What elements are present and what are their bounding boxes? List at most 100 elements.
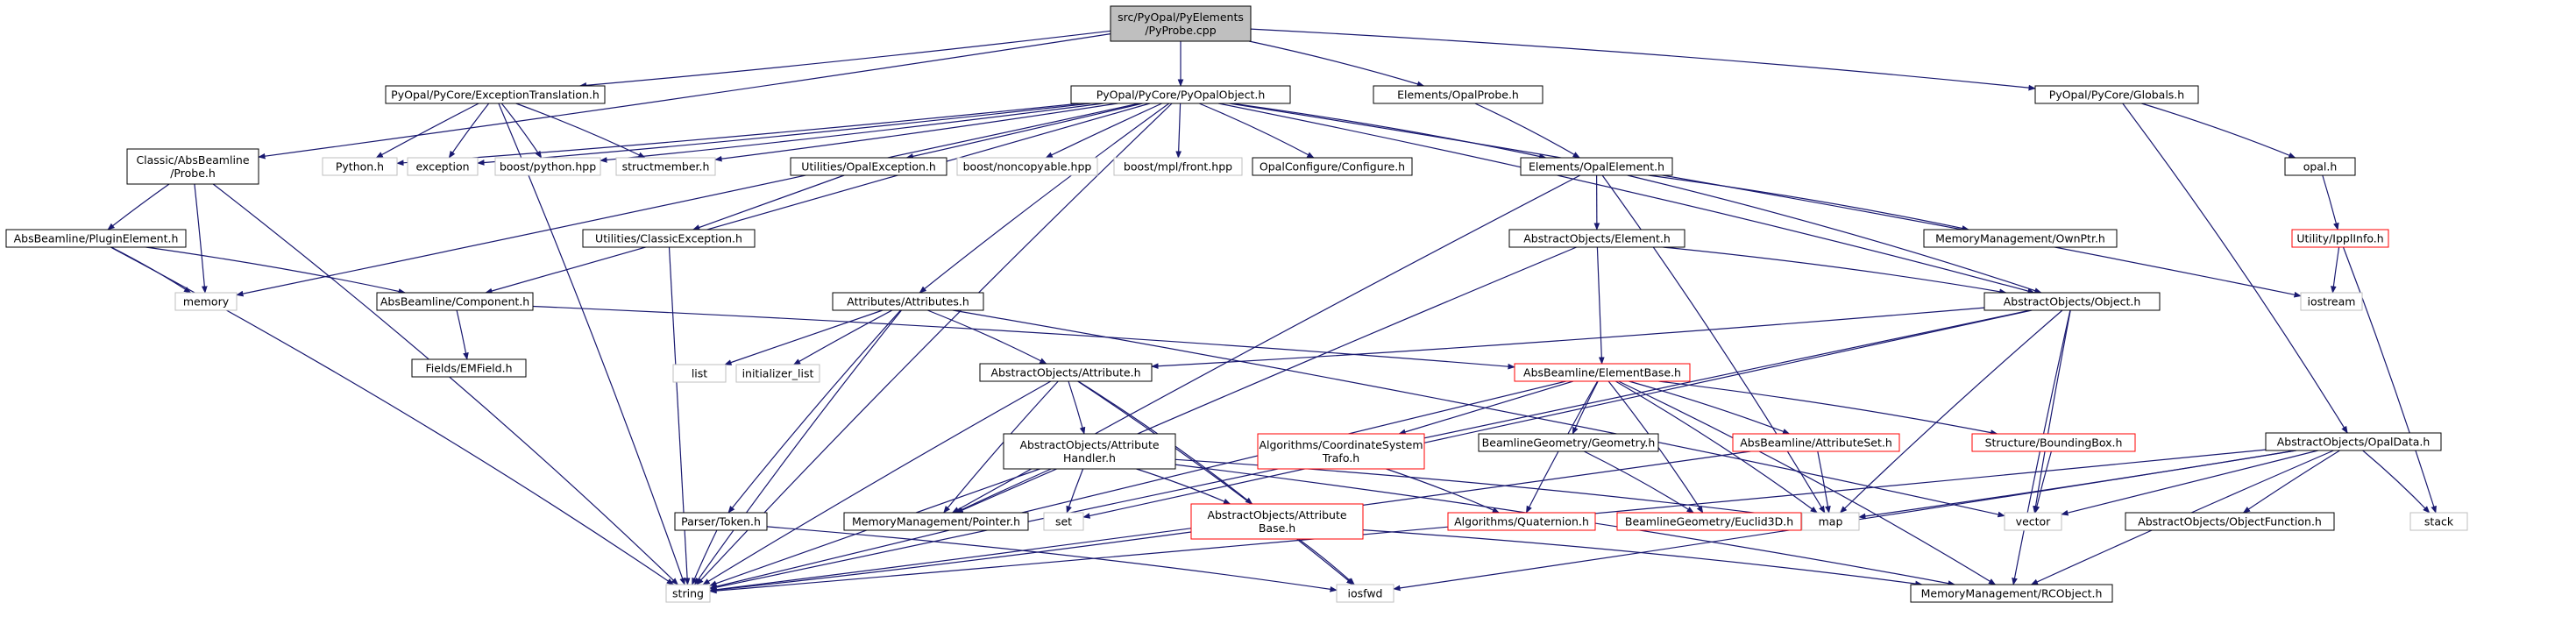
node-pyopalobject[interactable]: PyOpal/PyCore/PyOpalObject.h bbox=[1071, 86, 1290, 103]
node-classicexception[interactable]: Utilities/ClassicException.h bbox=[583, 230, 755, 247]
node-ownptr[interactable]: MemoryManagement/OwnPtr.h bbox=[1924, 230, 2117, 247]
node-attrbase-label-0: AbstractObjects/Attribute bbox=[1207, 508, 1346, 521]
node-noncopyable[interactable]: boost/noncopyable.hpp bbox=[957, 158, 1097, 175]
node-opalelement-label-0: Elements/OpalElement.h bbox=[1529, 160, 1664, 174]
node-attributeset-label-0: AbsBeamline/AttributeSet.h bbox=[1740, 436, 1892, 450]
edge-attrbase-to-iosfwd bbox=[1299, 539, 1355, 585]
node-quaternion[interactable]: Algorithms/Quaternion.h bbox=[1448, 513, 1595, 530]
node-pluginelement[interactable]: AbsBeamline/PluginElement.h bbox=[6, 230, 186, 247]
edge-attributes-to-string bbox=[695, 310, 902, 585]
node-elementbase[interactable]: AbsBeamline/ElementBase.h bbox=[1515, 364, 1690, 381]
node-coordtrafo-label-0: Algorithms/CoordinateSystem bbox=[1259, 438, 1423, 451]
node-boostpython[interactable]: boost/python.hpp bbox=[495, 158, 600, 175]
edge-pyopalobject-to-opalexception bbox=[906, 103, 1142, 158]
node-opalprobe[interactable]: Elements/OpalProbe.h bbox=[1373, 86, 1543, 103]
node-opalh[interactable]: opal.h bbox=[2285, 158, 2355, 175]
node-stack[interactable]: stack bbox=[2410, 513, 2467, 530]
node-string-label-0: string bbox=[672, 587, 704, 600]
edge-pluginelement-to-component bbox=[145, 247, 405, 293]
node-globals-label-0: PyOpal/PyCore/Globals.h bbox=[2049, 89, 2184, 102]
edge-globals-to-opalh bbox=[2141, 103, 2295, 158]
node-boundingbox[interactable]: Structure/BoundingBox.h bbox=[1972, 434, 2135, 451]
node-configure-label-0: OpalConfigure/Configure.h bbox=[1260, 160, 1405, 174]
edge-opalprobe-to-opalelement bbox=[1475, 103, 1579, 158]
node-objectfunction[interactable]: AbstractObjects/ObjectFunction.h bbox=[2125, 513, 2334, 530]
node-geometry[interactable]: BeamlineGeometry/Geometry.h bbox=[1479, 434, 1658, 451]
node-attrhandler-label-0: AbstractObjects/Attribute bbox=[1019, 438, 1159, 451]
node-exceptiontranslation[interactable]: PyOpal/PyCore/ExceptionTranslation.h bbox=[386, 86, 605, 103]
edge-globals-to-opaldata bbox=[2123, 103, 2347, 433]
node-list[interactable]: list bbox=[673, 365, 726, 382]
node-iosfwd[interactable]: iosfwd bbox=[1337, 585, 1394, 602]
edge-exceptiontranslation-to-python bbox=[376, 103, 479, 158]
edge-pyopalobject-to-exception bbox=[478, 103, 1090, 163]
node-opalexception-label-0: Utilities/OpalException.h bbox=[801, 160, 936, 174]
node-set-label-0: set bbox=[1055, 515, 1072, 528]
node-quaternion-label-0: Algorithms/Quaternion.h bbox=[1454, 515, 1589, 528]
node-rcobject[interactable]: MemoryManagement/RCObject.h bbox=[1911, 585, 2112, 602]
node-structmember[interactable]: structmember.h bbox=[616, 158, 715, 175]
node-ippl[interactable]: Utility/IpplInfo.h bbox=[2292, 230, 2388, 247]
node-ippl-label-0: Utility/IpplInfo.h bbox=[2296, 232, 2383, 245]
edge-elementbase-to-coordtrafo bbox=[1399, 381, 1573, 434]
node-opaldata[interactable]: AbstractObjects/OpalData.h bbox=[2266, 433, 2441, 450]
node-exception[interactable]: exception bbox=[408, 158, 478, 175]
edge-elementh-to-objecth bbox=[1663, 247, 2005, 293]
node-euclid3d[interactable]: BeamlineGeometry/Euclid3D.h bbox=[1617, 513, 1801, 530]
node-memory[interactable]: memory bbox=[175, 293, 237, 310]
node-classicexception-label-0: Utilities/ClassicException.h bbox=[595, 232, 742, 245]
node-attribute-label-0: AbstractObjects/Attribute.h bbox=[991, 366, 1141, 379]
node-root[interactable]: src/PyOpal/PyElements/PyProbe.cpp bbox=[1111, 6, 1251, 41]
node-stack-label-0: stack bbox=[2424, 515, 2454, 528]
node-opalh-label-0: opal.h bbox=[2303, 160, 2338, 174]
node-opalelement[interactable]: Elements/OpalElement.h bbox=[1521, 158, 1672, 175]
node-attributeset[interactable]: AbsBeamline/AttributeSet.h bbox=[1733, 434, 1899, 451]
node-parsertoken-label-0: Parser/Token.h bbox=[681, 515, 761, 528]
node-classicprobe[interactable]: Classic/AbsBeamline/Probe.h bbox=[127, 149, 259, 184]
node-list-label-0: list bbox=[692, 367, 707, 380]
edge-attribute-to-iosfwd bbox=[1078, 381, 1353, 585]
node-map[interactable]: map bbox=[1802, 513, 1859, 530]
node-elementh[interactable]: AbstractObjects/Element.h bbox=[1509, 230, 1685, 247]
node-pointer[interactable]: MemoryManagement/Pointer.h bbox=[844, 513, 1028, 530]
node-mplfront-label-0: boost/mpl/front.hpp bbox=[1124, 160, 1232, 174]
node-configure[interactable]: OpalConfigure/Configure.h bbox=[1253, 158, 1412, 175]
edge-pyopalobject-to-mplfront bbox=[1178, 103, 1180, 158]
node-emfield[interactable]: Fields/EMField.h bbox=[412, 359, 526, 377]
node-objecth[interactable]: AbstractObjects/Object.h bbox=[1984, 293, 2160, 310]
edge-opaldata-to-vector bbox=[2062, 450, 2318, 514]
node-iostream[interactable]: iostream bbox=[2301, 293, 2362, 310]
node-attributes-label-0: Attributes/Attributes.h bbox=[847, 295, 969, 308]
node-string[interactable]: string bbox=[666, 585, 710, 602]
node-attrhandler-label-1: Handler.h bbox=[1063, 451, 1116, 465]
node-opalexception[interactable]: Utilities/OpalException.h bbox=[791, 158, 947, 175]
node-attributes[interactable]: Attributes/Attributes.h bbox=[833, 293, 983, 310]
node-python[interactable]: Python.h bbox=[323, 158, 397, 175]
node-initlist[interactable]: initializer_list bbox=[736, 365, 820, 382]
node-component[interactable]: AbsBeamline/Component.h bbox=[377, 293, 533, 310]
node-boostpython-label-0: boost/python.hpp bbox=[500, 160, 596, 174]
node-classicprobe-label-1: /Probe.h bbox=[170, 167, 216, 180]
edge-opalelement-to-map bbox=[1602, 175, 1825, 513]
node-set[interactable]: set bbox=[1044, 513, 1083, 530]
node-vector[interactable]: vector bbox=[2005, 513, 2062, 530]
node-attribute[interactable]: AbstractObjects/Attribute.h bbox=[980, 364, 1152, 381]
node-exception-label-0: exception bbox=[415, 160, 469, 174]
node-pyopalobject-label-0: PyOpal/PyCore/PyOpalObject.h bbox=[1096, 89, 1266, 102]
node-parsertoken[interactable]: Parser/Token.h bbox=[675, 513, 767, 530]
node-globals[interactable]: PyOpal/PyCore/Globals.h bbox=[2035, 86, 2198, 103]
node-elementbase-label-0: AbsBeamline/ElementBase.h bbox=[1523, 366, 1681, 379]
edge-attributes-to-vector bbox=[953, 310, 2005, 516]
edge-opaldata-to-objectfunction bbox=[2244, 450, 2340, 513]
edge-pyopalobject-to-boostpython bbox=[600, 103, 1103, 160]
node-mplfront[interactable]: boost/mpl/front.hpp bbox=[1114, 158, 1242, 175]
edge-pyopalobject-to-memory bbox=[237, 103, 1139, 295]
node-boundingbox-label-0: Structure/BoundingBox.h bbox=[1985, 436, 2123, 450]
node-map-label-0: map bbox=[1819, 515, 1843, 528]
node-opalprobe-label-0: Elements/OpalProbe.h bbox=[1397, 89, 1519, 102]
